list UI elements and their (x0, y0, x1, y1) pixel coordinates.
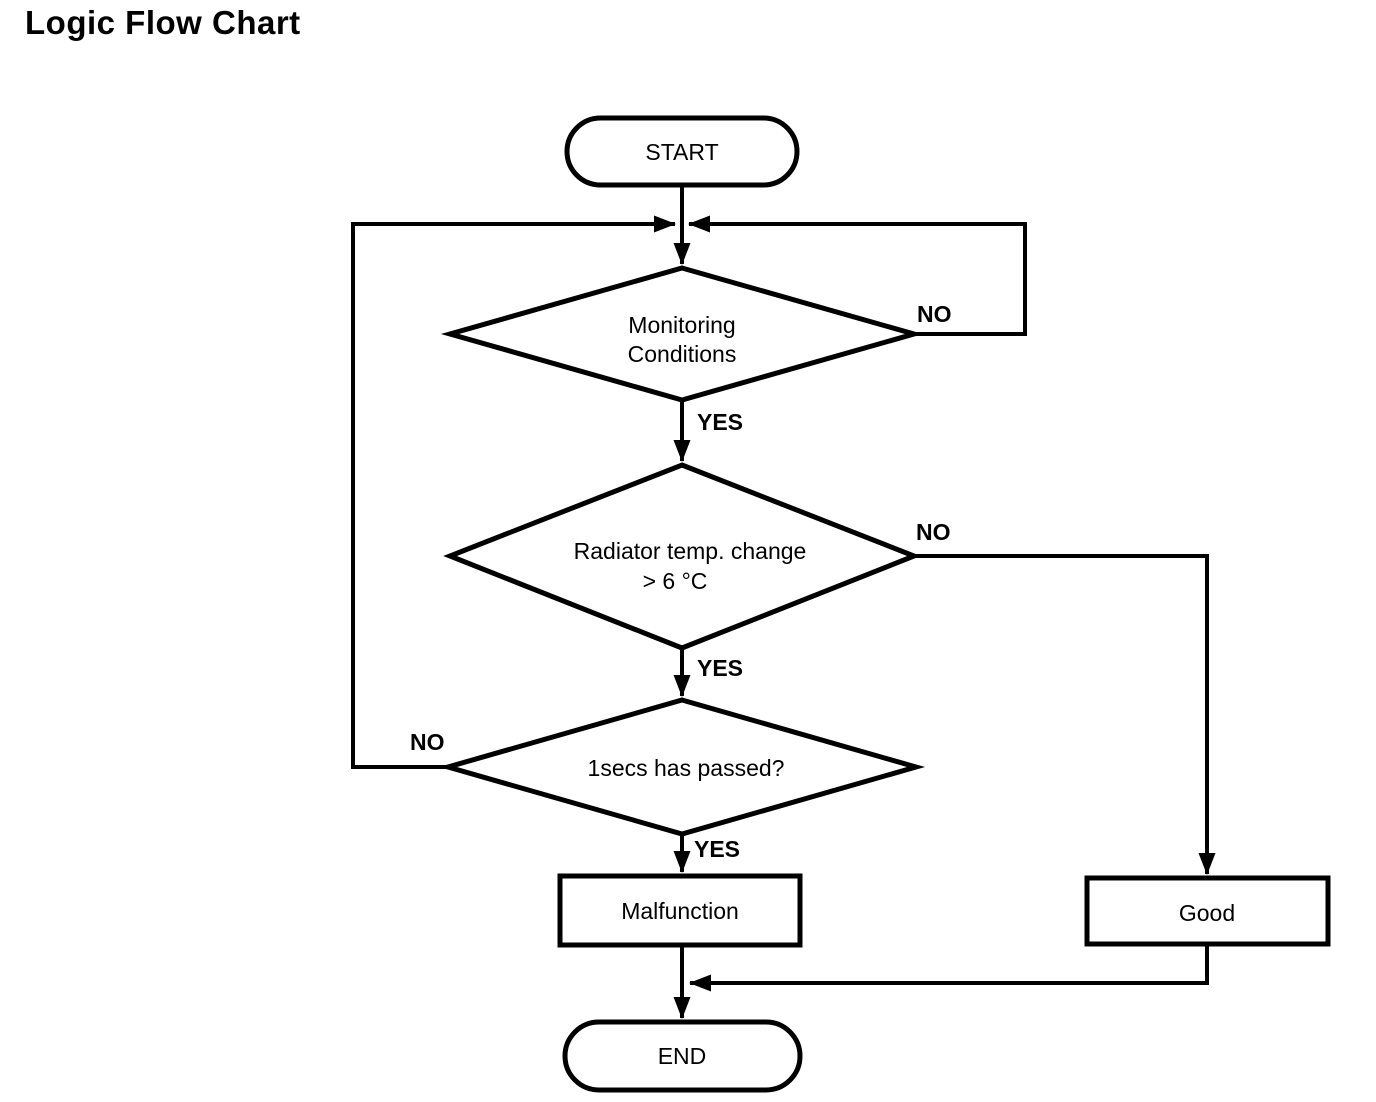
edge-elapsed-no-loop (351, 215, 676, 769)
radiator-label-line1: Radiator temp. change (574, 538, 807, 564)
start-shape (564, 115, 800, 188)
radiator-label-line2: > 6 °C (643, 568, 708, 594)
edge-label-elapsed-yes: YES (694, 836, 740, 862)
edge-label-radiator-yes: YES (697, 655, 743, 681)
radiator-decision-shape (443, 462, 921, 651)
end-shape (562, 1019, 803, 1093)
edge-monitoring-no-loop (688, 215, 1027, 336)
end-label: END (658, 1043, 707, 1069)
page-title: Logic Flow Chart (25, 4, 301, 41)
monitoring-label-line1: Monitoring (628, 312, 735, 338)
good-node: Good (1084, 875, 1331, 947)
malfunction-label: Malfunction (621, 898, 739, 924)
start-node: START (564, 115, 800, 188)
edge-good-to-end-junction (689, 944, 1209, 992)
monitoring-label-line2: Conditions (628, 341, 737, 367)
edge-radiator-no (914, 554, 1216, 875)
end-node: END (562, 1019, 803, 1093)
malfunction-shape (557, 873, 803, 948)
radiator-decision-node: Radiator temp. change > 6 °C (443, 462, 921, 651)
good-shape (1084, 875, 1331, 947)
elapsed-decision-node: 1secs has passed? (438, 697, 926, 837)
start-label: START (645, 139, 718, 165)
good-label: Good (1179, 900, 1235, 926)
monitoring-decision-shape (440, 265, 924, 403)
malfunction-node: Malfunction (557, 873, 803, 948)
edge-label-monitoring-yes: YES (697, 409, 743, 435)
edge-label-monitoring-no: NO (917, 301, 952, 327)
edge-label-elapsed-no: NO (410, 729, 445, 755)
edge-label-radiator-no: NO (916, 519, 951, 545)
elapsed-decision-shape (438, 697, 926, 837)
elapsed-label: 1secs has passed? (588, 755, 785, 781)
monitoring-decision-node: Monitoring Conditions (440, 265, 924, 403)
